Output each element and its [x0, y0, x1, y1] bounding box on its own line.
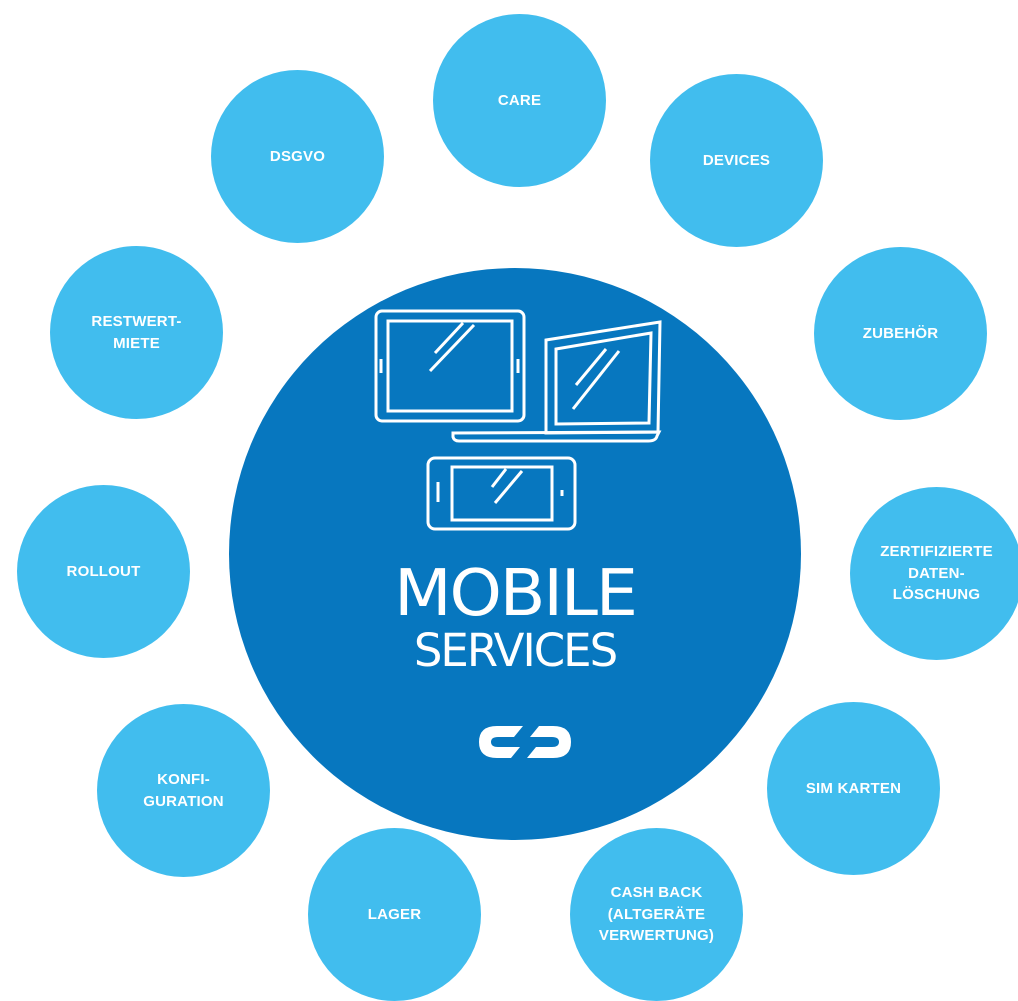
node-restwertmiete[interactable]: RESTWERT- MIETE	[50, 246, 223, 419]
center-title-line-1: MOBILE	[394, 557, 638, 631]
tablet-icon	[374, 309, 526, 423]
center-title-line-2: SERVICES	[413, 624, 618, 677]
laptop-icon	[451, 320, 662, 443]
node-devices[interactable]: DEVICES	[650, 74, 823, 247]
node-lager[interactable]: LAGER	[308, 828, 481, 1001]
node-zubehoer[interactable]: ZUBEHÖR	[814, 247, 987, 420]
link-chain-logo-icon	[479, 726, 571, 758]
node-cash-back[interactable]: CASH BACK (ALTGERÄTE VERWERTUNG)	[570, 828, 743, 1001]
devices-illustration	[374, 309, 662, 531]
node-dsgvo[interactable]: DSGVO	[211, 70, 384, 243]
node-care[interactable]: CARE	[433, 14, 606, 187]
node-zertifizierte-datenloeschung[interactable]: ZERTIFIZIERTE DATEN- LÖSCHUNG	[850, 487, 1018, 660]
node-rollout[interactable]: ROLLOUT	[17, 485, 190, 658]
center-circle	[229, 268, 801, 840]
node-sim-karten[interactable]: SIM KARTEN	[767, 702, 940, 875]
smartphone-icon	[426, 456, 577, 531]
node-konfiguration[interactable]: KONFI- GURATION	[97, 704, 270, 877]
